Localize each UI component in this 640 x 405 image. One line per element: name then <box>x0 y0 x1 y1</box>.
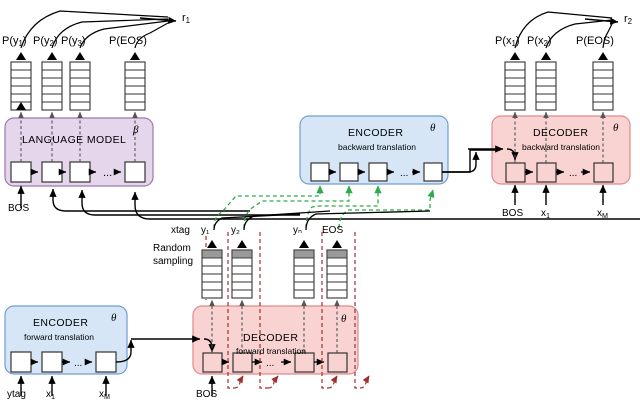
sampling-stack-y1 <box>201 240 223 299</box>
encoder-forward-input-xm: xM <box>99 389 110 401</box>
sampling-to-lm-black <box>213 210 431 231</box>
module-encoder-backward <box>299 115 449 185</box>
random-sampling-caption-line1: Random <box>153 243 191 254</box>
decoder-backward-input-xm: xM <box>597 208 608 220</box>
svg-text:...: ... <box>266 358 274 369</box>
reward-label-r2: r2 <box>624 13 633 26</box>
prob-stack-eos-left <box>124 52 146 111</box>
sampling-stack-eos <box>326 240 348 299</box>
svg-text:...: ... <box>74 358 82 369</box>
prob-stack-eos-right <box>592 52 614 111</box>
sample-token-y1: y₁ <box>201 225 210 236</box>
prob-label-y3: P(y3) <box>61 35 86 48</box>
reward-arrows-left <box>20 10 177 49</box>
sample-token-eos: EOS <box>322 225 344 236</box>
svg-text:...: ... <box>400 168 408 179</box>
prob-stack-x2 <box>535 52 557 111</box>
encoder-forward-subtitle: forward translation <box>24 332 94 342</box>
decoder-forward-input-bos: BOS <box>196 389 218 400</box>
prob-stack-y3 <box>69 52 91 111</box>
decoder-backward-cells: ... <box>505 111 614 205</box>
decoder-forward-title: DECODER <box>243 332 299 344</box>
decoder-forward-param: θ <box>341 313 347 325</box>
encoder-forward-param: θ <box>111 312 117 324</box>
sampling-stack-y2 <box>231 240 253 299</box>
prob-stack-y1 <box>10 52 32 111</box>
decoder-backward-input-bos: BOS <box>502 208 524 219</box>
language-model-input-bos: BOS <box>8 203 30 214</box>
sample-token-y2: y₂ <box>231 225 240 236</box>
encoder-backward-subtitle: backward translation <box>338 142 416 152</box>
sample-token-xtag: xtag <box>171 225 190 236</box>
prob-stack-y2 <box>41 52 63 111</box>
decoder-backward-title: DECODER <box>533 127 589 139</box>
prob-label-y1: P(y1) <box>2 35 27 48</box>
encoder-forward-input-ytag: ytag <box>7 389 26 400</box>
decoder-backward-input-x1: x1 <box>541 208 550 220</box>
encoder-backward-title: ENCODER <box>348 127 404 139</box>
encoder-backward-cells: ... <box>310 149 500 182</box>
decoder-forward-subtitle: forward translation <box>236 346 306 356</box>
lm-cells: ... <box>10 111 146 208</box>
random-sampling-caption-line2: sampling <box>153 256 194 267</box>
language-model-title: LANGUAGE MODEL <box>22 134 127 146</box>
svg-text:...: ... <box>569 168 577 179</box>
prob-label-eos-right: P(EOS) <box>576 35 614 47</box>
reward-arrows-right <box>514 11 619 49</box>
encoder-forward-input-x1: x1 <box>46 389 55 401</box>
encoder-backward-param: θ <box>430 122 436 134</box>
lm-feedback-lines <box>49 188 640 220</box>
decoder-backward-subtitle: backward translation <box>522 142 600 152</box>
decoder-backward-param: θ <box>613 122 619 134</box>
prob-stack-x1 <box>504 52 526 111</box>
reward-label-r1: r1 <box>182 12 191 25</box>
prob-label-x1: P(x1) <box>495 35 520 48</box>
sample-token-yn: yₙ <box>293 225 302 236</box>
language-model-param: β <box>133 124 139 136</box>
encoder-forward-cells: ... <box>10 335 216 396</box>
sampling-stack-yn <box>293 240 315 299</box>
svg-text:...: ... <box>103 167 112 179</box>
encoder-forward-title: ENCODER <box>33 317 89 329</box>
prob-label-x2: P(x2) <box>527 35 552 48</box>
prob-label-y2: P(y2) <box>33 35 58 48</box>
prob-label-eos-left: P(EOS) <box>109 35 147 47</box>
